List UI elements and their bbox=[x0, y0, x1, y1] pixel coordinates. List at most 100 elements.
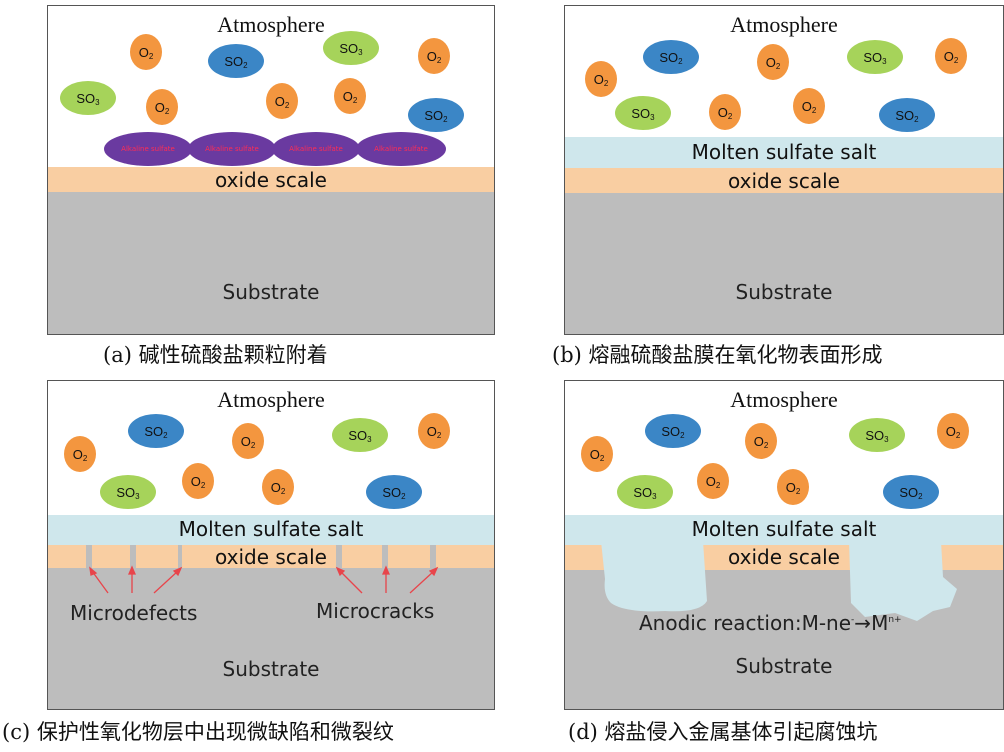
arrowhead bbox=[89, 566, 98, 576]
arrowhead bbox=[382, 565, 390, 575]
molten-salt-layer bbox=[565, 515, 1003, 545]
oxide-scale-segment bbox=[92, 545, 130, 568]
substrate-label: Substrate bbox=[222, 280, 320, 304]
metal-ion-charge: n+ bbox=[888, 615, 902, 625]
microcrack-arrow bbox=[409, 570, 435, 594]
substrate-layer bbox=[565, 193, 1003, 334]
caption-a: (a) 碱性硫酸盐颗粒附着 bbox=[103, 343, 328, 367]
substrate-label: Substrate bbox=[222, 657, 320, 681]
arrowhead bbox=[335, 566, 346, 577]
atmosphere-label: Atmosphere bbox=[217, 12, 325, 37]
arrowhead bbox=[428, 566, 439, 577]
atmosphere-label: Atmosphere bbox=[730, 12, 838, 37]
molten-salt-label: Molten sulfate salt bbox=[691, 517, 877, 541]
reaction-arrow: → bbox=[854, 611, 872, 635]
alkaline-sulfate-particle: Alkaline sulfate bbox=[272, 132, 360, 166]
microcrack-arrow bbox=[339, 570, 363, 594]
oxide-scale-segment bbox=[48, 545, 86, 568]
microdefect-arrow bbox=[91, 570, 109, 594]
oxide-scale-segment bbox=[182, 545, 336, 568]
metal-ion: M bbox=[871, 611, 889, 635]
substrate-layer bbox=[48, 545, 494, 709]
corrosion-pit-left bbox=[601, 541, 707, 612]
alkaline-sulfate-particle: Alkaline sulfate bbox=[104, 132, 192, 166]
arrowhead bbox=[128, 565, 136, 575]
anodic-reaction-text: Anodic reaction:M-ne bbox=[639, 611, 852, 635]
substrate-label: Substrate bbox=[735, 654, 833, 678]
oxide-scale-segment bbox=[388, 545, 430, 568]
molten-salt-layer bbox=[565, 137, 1003, 168]
oxide-scale-layer bbox=[565, 168, 1003, 193]
alkaline-sulfate-particle: Alkaline sulfate bbox=[356, 132, 446, 166]
molten-salt-layer bbox=[48, 515, 494, 545]
atmosphere-label: Atmosphere bbox=[217, 387, 325, 412]
microdefect-arrow bbox=[153, 570, 179, 594]
oxide-scale-label: oxide scale bbox=[728, 169, 840, 193]
anodic-reaction-label: Anodic reaction:M-ne-→Mn+ bbox=[639, 611, 902, 635]
oxide-scale-layer bbox=[48, 167, 494, 192]
corrosion-pits bbox=[601, 541, 957, 621]
caption-b: (b) 熔融硫酸盐膜在氧化物表面形成 bbox=[552, 343, 883, 367]
caption-c: (c) 保护性氧化物层中出现微缺陷和微裂纹 bbox=[2, 720, 394, 744]
molten-salt-label: Molten sulfate salt bbox=[691, 140, 877, 164]
oxide-scale-label: oxide scale bbox=[728, 545, 840, 569]
arrowhead bbox=[172, 566, 183, 577]
atmosphere-label: Atmosphere bbox=[730, 387, 838, 412]
oxide-scale-label: oxide scale bbox=[215, 168, 327, 192]
oxide-scale-segment bbox=[436, 545, 494, 568]
oxide-scale-label: oxide scale bbox=[215, 545, 327, 569]
alkaline-sulfate-particle: Alkaline sulfate bbox=[188, 132, 276, 166]
defect-arrows bbox=[89, 565, 439, 594]
caption-d: (d) 熔盐侵入金属基体引起腐蚀坑 bbox=[568, 720, 878, 744]
substrate-label: Substrate bbox=[735, 280, 833, 304]
molten-salt-label: Molten sulfate salt bbox=[178, 517, 364, 541]
oxide-scale-segment bbox=[136, 545, 178, 568]
microdefects-label: Microdefects bbox=[70, 601, 198, 625]
microcracks-label: Microcracks bbox=[316, 599, 435, 623]
anodic-superscript: - bbox=[851, 615, 855, 625]
oxide-scale-segment bbox=[342, 545, 382, 568]
substrate-layer bbox=[48, 192, 494, 334]
corrosion-pit-right bbox=[849, 541, 957, 621]
